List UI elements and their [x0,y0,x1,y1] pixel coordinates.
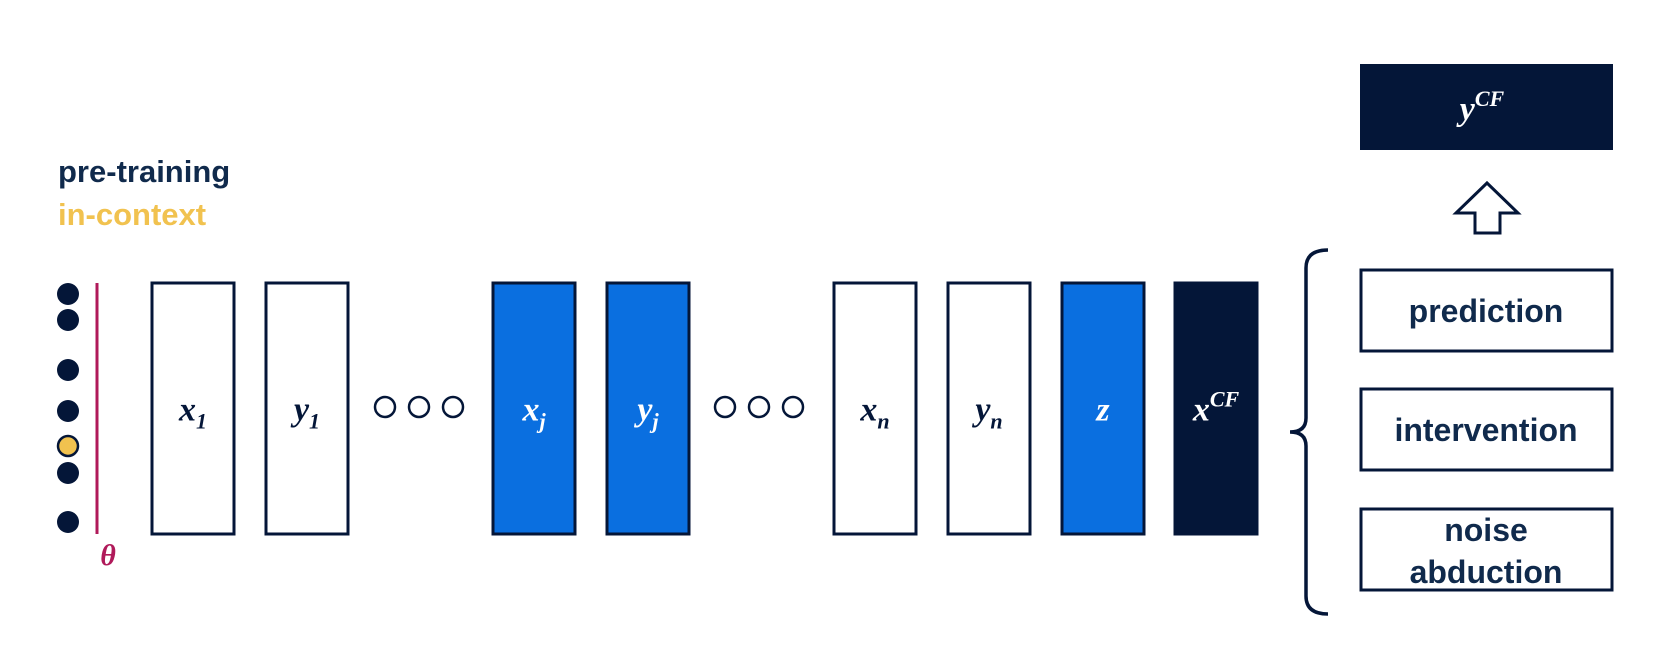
token-yn-box [946,281,1032,536]
token-z-label: z [1095,392,1110,429]
token-x1-box [150,281,236,536]
token-xj: xj [491,281,577,536]
token-xn-label: xn [859,392,889,434]
task-intervention-label: intervention [1394,412,1577,448]
task-prediction-box: prediction [1359,268,1614,353]
incontext-parameter-dot [56,434,80,458]
task-noise-abduction-box: noise abduction [1359,507,1614,592]
parameter-dot [57,283,79,305]
token-yj-box [605,281,691,536]
token-z-box [1060,281,1146,536]
token-xn: xn [832,281,918,536]
token-xcf-box [1173,281,1259,536]
token-xn-box [832,281,918,536]
token-xcf: xCF [1173,281,1259,536]
token-xj-box [491,281,577,536]
parameter-dot [57,359,79,381]
token-z: z [1060,281,1146,536]
task-prediction-label: prediction [1409,293,1564,329]
token-y1-box [264,281,350,536]
parameter-dot [57,462,79,484]
token-yj: yj [605,281,691,536]
incontext-legend: in-context [58,197,206,232]
parameter-dot [57,511,79,533]
theta-label: θ [100,539,116,572]
up-arrow-icon [1452,180,1522,235]
output-label: yCF [1456,86,1505,128]
token-xj-label: xj [521,392,546,434]
token-xcf-label: xCF [1192,387,1240,429]
pretraining-legend: pre-training [58,154,230,189]
ellipsis-right [713,395,805,419]
parameter-dot [57,400,79,422]
output-base: y [1456,91,1476,128]
task-noise-label: noise [1444,512,1528,548]
token-yn: yn [946,281,1032,536]
parameter-dots [56,283,80,533]
token-y1: y1 [264,281,350,536]
output-box: yCF [1360,64,1613,150]
token-yj-label: yj [633,392,659,434]
parameter-dot [57,309,79,331]
token-yn-label: yn [971,392,1002,434]
token-x1: x1 [150,281,236,536]
token-x1-label: x1 [178,392,207,434]
task-abduction-label: abduction [1410,554,1563,590]
curly-brace [1289,248,1329,616]
output-superscript: CF [1475,86,1505,111]
token-y1-label: y1 [290,392,320,434]
task-intervention-box: intervention [1359,387,1614,472]
ellipsis-left [373,395,465,419]
token-sequence: x1 y1 xj yj xn yn z xCF [150,281,1259,536]
